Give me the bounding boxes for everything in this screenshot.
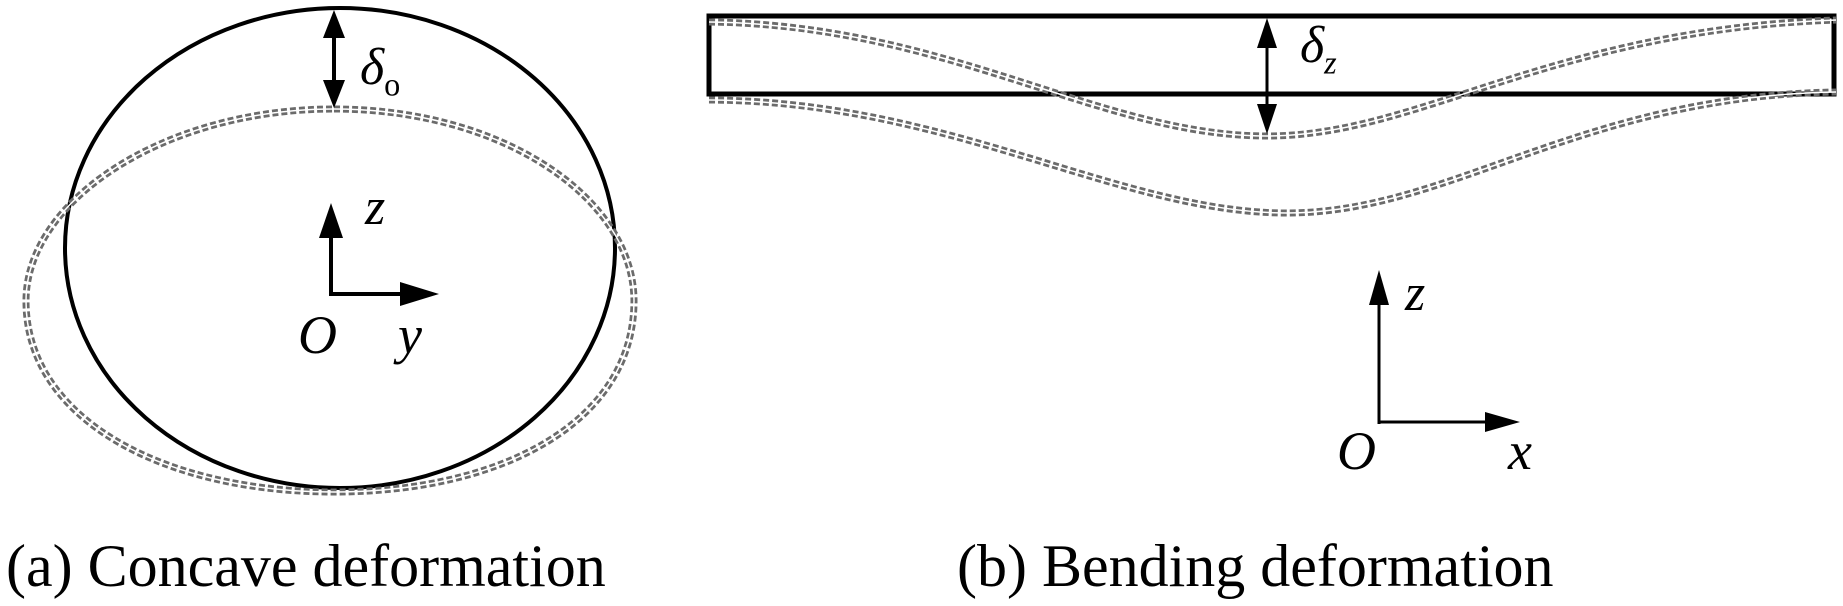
caption-b: (b) Bending deformation [957,533,1554,599]
delta-symbol: δ [360,39,385,96]
z-axis-label-b: z [1405,265,1426,322]
delta-o-dimension-arrow [323,10,345,108]
original-circle [63,6,617,490]
delta-o-label: δo [360,42,400,101]
original-beam [706,13,1837,97]
delta-z-dimension-arrow [1257,18,1277,134]
origin-label-b: O [1337,421,1376,481]
delta-subscript: o [384,66,401,103]
axes-a [319,203,439,306]
delta-z-label: δz [1300,20,1337,79]
axes-b [1369,270,1520,432]
origin-label-a: O [298,305,337,365]
caption-a: (a) Concave deformation [6,533,606,599]
y-axis-label-a: y [398,305,422,365]
deformed-beam [708,16,1837,217]
z-axis-label-a: z [365,179,386,236]
x-axis-label-b: x [1508,421,1532,481]
delta-subscript: z [1324,44,1337,81]
deformed-concave-shape [22,105,638,496]
delta-symbol: δ [1300,17,1325,74]
